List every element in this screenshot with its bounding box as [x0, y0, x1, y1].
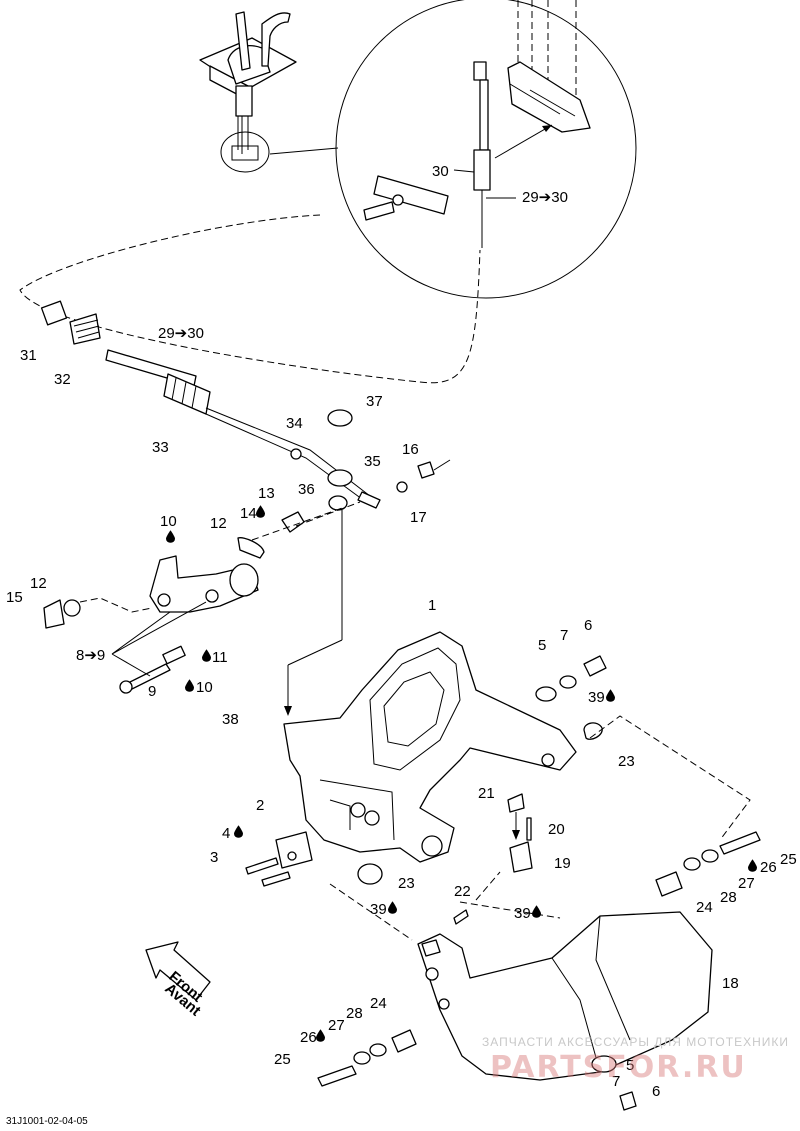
callout-6: 6: [584, 617, 592, 634]
callout-1: 1: [428, 597, 436, 614]
callout-25: 25: [780, 851, 797, 868]
callout-18: 18: [722, 975, 739, 992]
callout-7: 7: [612, 1073, 620, 1090]
callout-8: 8➔9: [76, 647, 105, 664]
oil-drop-icon: [532, 905, 541, 918]
callout-32: 32: [54, 371, 71, 388]
callout-29-30: 29➔30: [522, 189, 568, 206]
callout-6: 6: [652, 1083, 660, 1100]
callout-37: 37: [366, 393, 383, 410]
callout-39: 39: [370, 901, 387, 918]
callout-2: 2: [256, 797, 264, 814]
callout-10: 10: [196, 679, 213, 696]
oil-drop-icon: [202, 649, 211, 662]
watermark-tagline: ЗАПЧАСТИ АКСЕССУАРЫ ДЛЯ МОТОТЕХНИКИ: [482, 1035, 789, 1049]
callout-35: 35: [364, 453, 381, 470]
callout-33: 33: [152, 439, 169, 456]
callout-31: 31: [20, 347, 37, 364]
housing-18: [417, 911, 713, 1081]
callout-3: 3: [210, 849, 218, 866]
front-arrow-icon: [145, 941, 211, 1001]
callout-26: 26: [300, 1029, 317, 1046]
assembly-lines-mid: [329, 871, 561, 941]
callout-5: 5: [538, 637, 546, 654]
oil-drop-icon: [748, 859, 757, 872]
oil-drop-icon: [166, 530, 175, 543]
small-hardware-upper: [327, 409, 451, 511]
oil-drop-icon: [185, 679, 194, 692]
callout-9: 9: [148, 683, 156, 700]
callout-14: 14: [240, 505, 257, 522]
callout-25: 25: [274, 1051, 291, 1068]
callout-15: 15: [6, 589, 23, 606]
callout-4: 4: [222, 825, 230, 842]
callout-34: 34: [286, 415, 303, 432]
callout-24: 24: [696, 899, 713, 916]
oil-drop-icon: [234, 825, 243, 838]
callout-16: 16: [402, 441, 419, 458]
callout-7: 7: [560, 627, 568, 644]
callout-12: 12: [210, 515, 227, 532]
latch-hardware: [357, 793, 533, 925]
cable-route-outline: [19, 214, 481, 384]
callout-12: 12: [30, 575, 47, 592]
callout-27: 27: [328, 1017, 345, 1034]
callout-20: 20: [548, 821, 565, 838]
housing-hardware: [317, 831, 761, 1111]
mounting-plate: [245, 831, 313, 887]
callout-39: 39: [514, 905, 531, 922]
watermark-brand: PARTSFOR.RU: [490, 1050, 747, 1085]
oil-drop-icon: [606, 689, 615, 702]
callout-27: 27: [738, 875, 755, 892]
detail-connector: [269, 147, 339, 155]
oil-drop-icon: [388, 901, 397, 914]
callout-19: 19: [554, 855, 571, 872]
pivot-lines: [589, 715, 751, 841]
callout-5: 5: [626, 1057, 634, 1074]
callout-29-30: 29➔30: [158, 325, 204, 342]
shift-cable: [40, 300, 381, 509]
diagram-reference-code: 31J1001-02-04-05: [6, 1116, 88, 1127]
callout-38: 38: [222, 711, 239, 728]
callout-39: 39: [588, 689, 605, 706]
oil-drop-icon: [316, 1029, 325, 1042]
bracket-hardware-upper: [535, 655, 607, 740]
oil-drop-icon: [256, 505, 265, 518]
callout-13: 13: [258, 485, 275, 502]
callout-22: 22: [454, 883, 471, 900]
callout-17: 17: [410, 509, 427, 526]
callout-30: 30: [432, 163, 449, 180]
callout-26: 26: [760, 859, 777, 876]
callout-23: 23: [398, 875, 415, 892]
shift-lever-assembly: [199, 11, 297, 173]
callout-24: 24: [370, 995, 387, 1012]
callout-10: 10: [160, 513, 177, 530]
detail-view: [335, 0, 637, 299]
assembly-lines: [79, 501, 361, 613]
callout-11: 11: [212, 649, 228, 666]
main-bracket: [283, 631, 577, 863]
callout-23: 23: [618, 753, 635, 770]
callout-28: 28: [346, 1005, 363, 1022]
callout-28: 28: [720, 889, 737, 906]
callout-36: 36: [298, 481, 315, 498]
callout-21: 21: [478, 785, 495, 802]
